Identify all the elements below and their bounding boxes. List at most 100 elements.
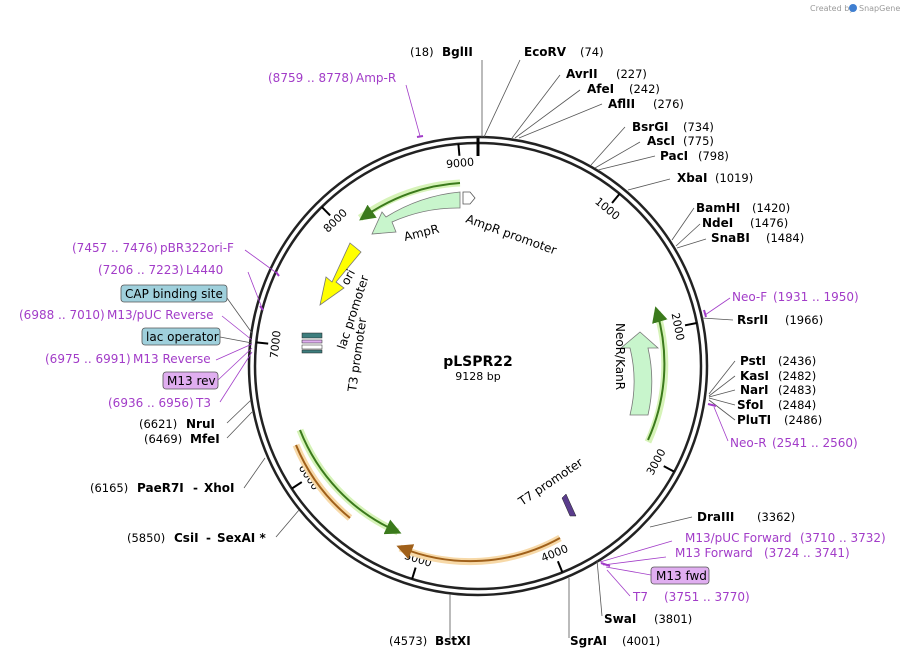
boxed-feature-m13fwd: M13 fwd [605, 566, 710, 585]
primer-t3-range: (6936 .. 6956) [108, 396, 194, 410]
primer-m13-rev-range: (6975 .. 6991) [45, 352, 131, 366]
site-bamhi-name: BamHI [696, 201, 740, 215]
tick-label: 9000 [446, 156, 475, 171]
primer-ampr-range: (8759 .. 8778) [268, 71, 354, 85]
site-snabi-name: SnaBI [711, 231, 750, 245]
site-nrui-name: NruI [186, 417, 215, 431]
site-sgrai-name: SgrAI [570, 634, 607, 648]
boxed-feature-m13rev: M13 rev [162, 347, 253, 390]
m13fwd-box [650, 566, 710, 585]
site-csii-dash: - [206, 531, 211, 545]
tick-mark [556, 560, 564, 573]
primer-t7-range: (3751 .. 3770) [664, 590, 750, 604]
primer-m13-rev-name: M13 Reverse [133, 352, 211, 366]
site-bsrgi-pos: (734) [683, 120, 714, 134]
site-swai-name: SwaI [604, 612, 636, 626]
m13rev-label: M13 rev [167, 374, 216, 388]
neor-orf-arc [647, 306, 668, 441]
tick-mark [411, 567, 417, 580]
primer-neor-range: (2541 .. 2560) [772, 436, 858, 450]
site-aflii-pos: (276) [653, 97, 684, 111]
site-bglii-pos: (18) [410, 45, 434, 59]
ori-label: ori [338, 267, 358, 287]
site-ndei-pos: (1476) [750, 216, 788, 230]
site-mfei-name: MfeI [190, 432, 220, 446]
primer-l4440-name: L4440 [186, 263, 223, 277]
tick-label: 7000 [268, 330, 284, 359]
primer-neof-name: Neo-F [732, 290, 767, 304]
site-ndei-name: NdeI [702, 216, 733, 230]
tick-mark [663, 465, 675, 473]
site-snabi-pos: (1484) [766, 231, 804, 245]
lac-operator-box [141, 327, 221, 346]
tick-label: 3000 [644, 447, 669, 478]
site-sexai-name: SexAI * [217, 531, 266, 545]
ampr-orf-arc [359, 182, 461, 221]
primer-m13-fwd-name: M13 Forward [675, 546, 753, 560]
cap-label: CAP binding site [125, 287, 223, 301]
site-paer7i-pos: (6165) [90, 481, 128, 495]
site-pluti-pos: (2486) [784, 413, 822, 427]
primer-ampr-name: Amp-R [356, 71, 396, 85]
site-xbai-pos: (1019) [715, 171, 753, 185]
site-sfoi-name: SfoI [737, 398, 764, 412]
lac-operator-label: lac operator [146, 330, 219, 344]
site-swai-pos: (3801) [654, 612, 692, 626]
boxed-feature-lac-operator: lac operator [141, 327, 253, 346]
neor-label: NeoR/KanR [613, 323, 627, 390]
primer-l4440-range: (7206 .. 7223) [98, 263, 184, 277]
ampr-promoter-label: AmpR promoter [464, 212, 558, 258]
primer-m13puc-fwd-name: M13/pUC Forward [685, 531, 792, 545]
ampr-promoter-arrow [462, 191, 476, 205]
primer-leader-lines [215, 84, 731, 597]
lac-cap-features [301, 332, 323, 354]
primer-m13-fwd-range: (3724 .. 3741) [764, 546, 850, 560]
site-nari-name: NarI [740, 383, 769, 397]
site-ecorv-name: EcoRV [524, 45, 567, 59]
site-paci-name: PacI [660, 149, 688, 163]
site-afei-name: AfeI [587, 82, 614, 96]
site-bstxi-name: BstXI [435, 634, 471, 648]
backbone-outer [247, 135, 709, 597]
site-rsrii-pos: (1966) [785, 313, 823, 327]
site-psti-pos: (2436) [778, 354, 816, 368]
site-bglii-name: BglII [442, 45, 473, 59]
site-kasi-pos: (2482) [778, 369, 816, 383]
site-paer7i-dash: - [193, 481, 198, 495]
site-leader-lines [226, 59, 736, 638]
site-aflii-name: AflII [608, 97, 635, 111]
tick-label: 1000 [592, 195, 622, 223]
tick-mark [684, 322, 698, 327]
site-nari-pos: (2483) [778, 383, 816, 397]
primer-t3-name: T3 [195, 396, 211, 410]
primer-m13puc-rev-range: (6988 .. 7010) [19, 308, 105, 322]
t7-promoter-arrow [561, 493, 577, 517]
primer-neor-name: Neo-R [730, 436, 767, 450]
m13fwd-label: M13 fwd [656, 569, 707, 583]
site-bsrgi-name: BsrGI [632, 120, 669, 134]
site-asci-pos: (775) [683, 134, 714, 148]
site-draiii-name: DraIII [697, 510, 734, 524]
ampr-feature-arrow [371, 191, 461, 235]
left-orange-orf-arc [295, 444, 351, 519]
site-kasi-name: KasI [740, 369, 769, 383]
tick-mark [256, 341, 269, 345]
site-paci-pos: (798) [698, 149, 729, 163]
site-csii-pos: (5850) [127, 531, 165, 545]
m13rev-box [162, 371, 219, 390]
primer-pbr322ori-name: pBR322ori-F [160, 241, 234, 255]
site-ecorv-pos: (74) [580, 45, 604, 59]
site-rsrii-name: RsrII [737, 313, 768, 327]
cap-box [120, 284, 228, 303]
tick-mark [457, 143, 461, 156]
watermark-brand: SnapGene [859, 4, 900, 13]
site-psti-name: PstI [740, 354, 766, 368]
plasmid-name: pLSPR22 [443, 354, 513, 370]
plasmid-size: 9128 bp [455, 370, 500, 383]
ori-feature-arrow [319, 242, 362, 306]
snapgene-logo-icon [849, 4, 857, 12]
site-avrii-pos: (227) [616, 67, 647, 81]
site-bstxi-pos: (4573) [389, 634, 427, 648]
site-afei-pos: (242) [629, 82, 660, 96]
